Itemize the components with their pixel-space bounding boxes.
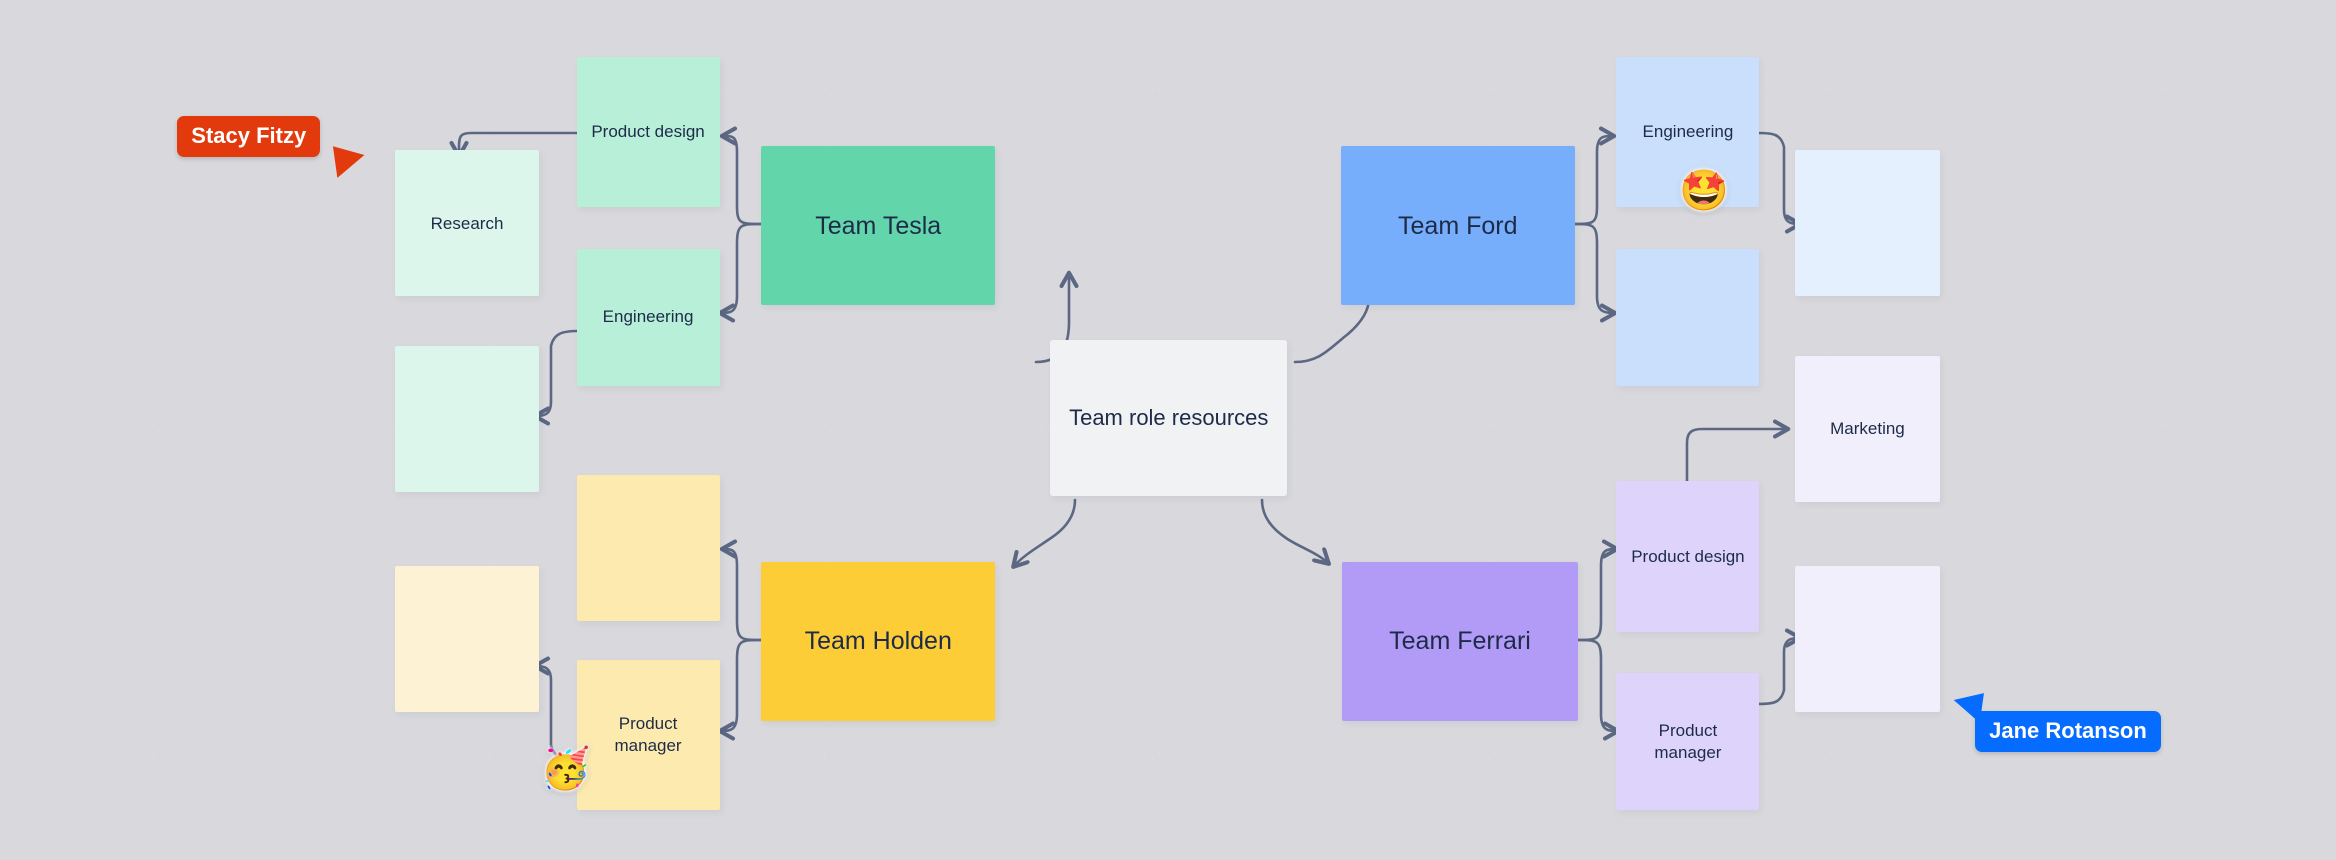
node-holden-product-manager[interactable]: Product manager (576, 659, 720, 811)
node-tesla-research[interactable]: Research (394, 150, 540, 297)
node-tesla-blank[interactable] (394, 345, 540, 492)
node-ford-blank-2[interactable] (1795, 150, 1940, 297)
node-team-tesla[interactable]: Team Tesla (761, 146, 996, 306)
cursor-label: Jane Rotanson (1975, 711, 2161, 753)
node-team-ferrari[interactable]: Team Ferrari (1342, 561, 1578, 722)
star-struck-icon[interactable]: 🤩 (1679, 169, 1729, 214)
node-team-ford[interactable]: Team Ford (1340, 146, 1575, 306)
node-holden-blank-2[interactable] (394, 566, 540, 713)
node-holden-blank-1[interactable] (576, 475, 720, 622)
node-ford-engineering[interactable]: Engineering (1616, 56, 1760, 208)
grid-line-vertical (153, 0, 154, 860)
node-team-holden[interactable]: Team Holden (761, 561, 996, 722)
node-ferrari-product-manager[interactable]: Product manager (1616, 673, 1760, 811)
node-ford-blank-1[interactable] (1616, 248, 1760, 386)
grid-line-vertical (824, 0, 825, 860)
grid-line-vertical (1494, 0, 1495, 860)
partying-face-icon[interactable]: 🥳 (540, 747, 591, 792)
grid-line-horizontal (0, 759, 2336, 760)
node-tesla-product-design[interactable]: Product design (576, 56, 720, 208)
node-tesla-engineering[interactable]: Engineering (576, 248, 720, 386)
node-ferrari-blank[interactable] (1795, 566, 1940, 713)
node-team-role-resources[interactable]: Team role resources (1050, 339, 1288, 497)
cursor-pointer-icon (333, 142, 368, 179)
grid-line-vertical (2164, 0, 2165, 860)
cursor-label: Stacy Fitzy (177, 116, 321, 158)
grid-line-horizontal (0, 89, 2336, 90)
node-ferrari-marketing[interactable]: Marketing (1795, 356, 1940, 503)
node-ferrari-product-design[interactable]: Product design (1616, 481, 1760, 632)
